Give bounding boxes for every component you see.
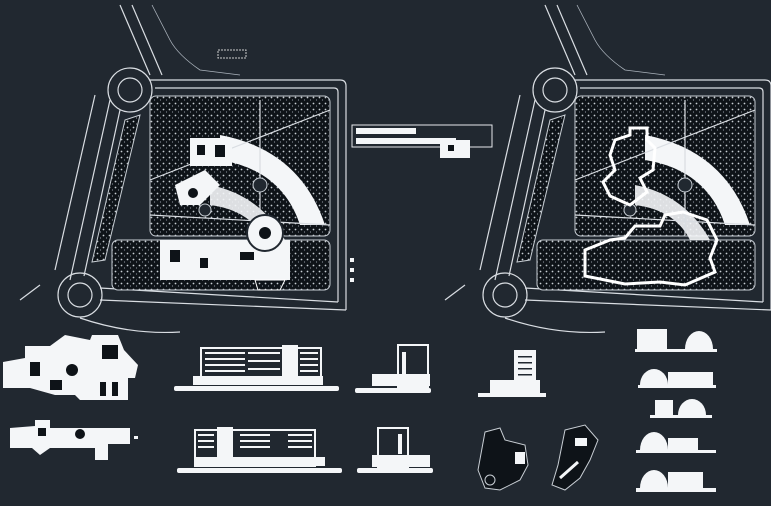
elevation-front[interactable] [174, 345, 339, 391]
elevation-side-1[interactable] [355, 344, 431, 393]
elevation-tower[interactable] [478, 350, 546, 397]
north-arrow-marks [350, 258, 354, 282]
building-outline-north [601, 126, 657, 207]
plan-dark-2[interactable] [551, 424, 599, 491]
small-elevation-1 [635, 329, 717, 352]
floor-plan-2[interactable] [10, 420, 138, 460]
small-elevation-5 [636, 470, 716, 492]
small-elevation-3 [650, 399, 712, 418]
elevation-side-2[interactable] [357, 427, 433, 473]
small-elevation-2 [638, 369, 716, 388]
small-elevations[interactable] [635, 329, 717, 492]
site-plan-detailed[interactable] [19, 4, 354, 334]
small-elevation-4 [636, 432, 716, 453]
plan-dark-1[interactable] [477, 427, 529, 491]
scale-bar [217, 49, 247, 59]
site-plan-outline[interactable] [444, 4, 771, 334]
building-cluster-south [160, 214, 290, 291]
elevation-rear[interactable] [177, 427, 342, 473]
floor-plan-1[interactable] [3, 335, 138, 400]
building-cluster-north [175, 138, 232, 205]
building-outline-south [583, 210, 719, 287]
strip-plan[interactable] [351, 124, 493, 158]
